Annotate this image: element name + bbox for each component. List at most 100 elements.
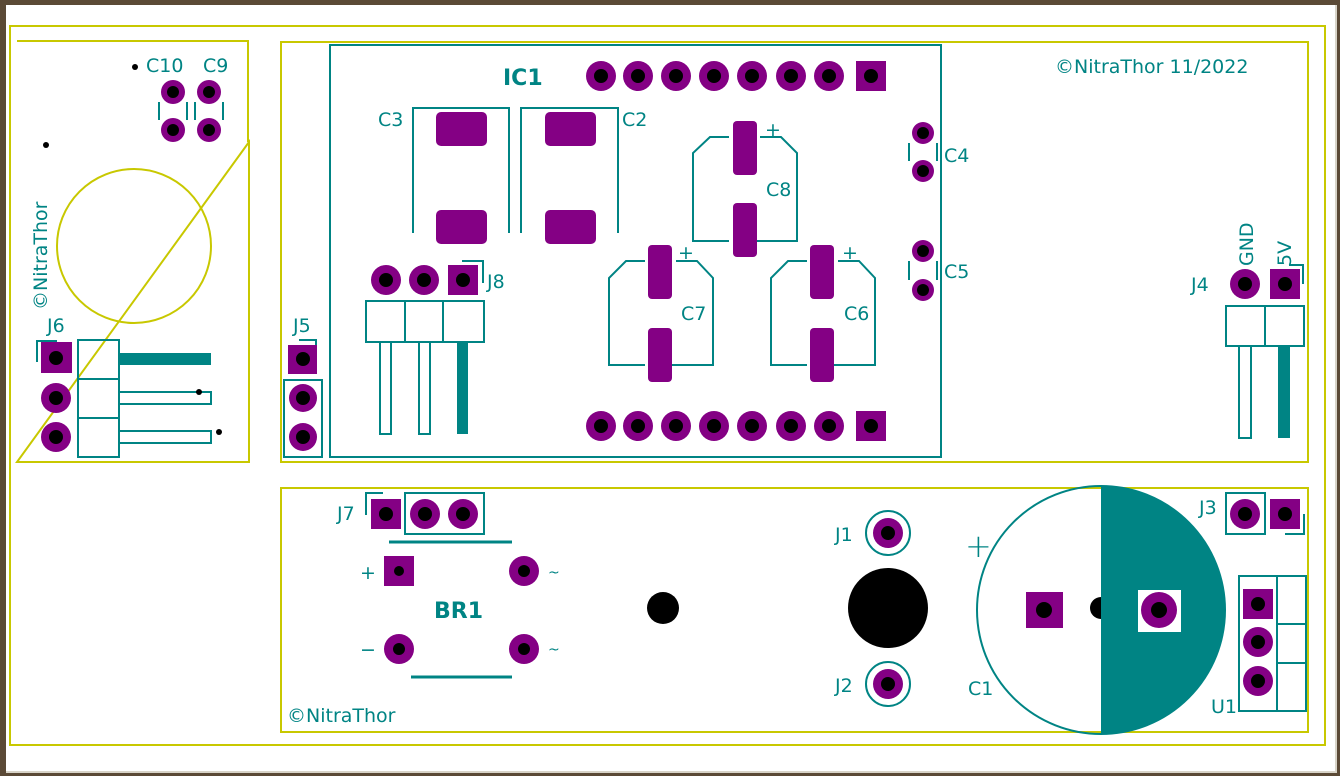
dot [196, 389, 202, 395]
drill [1238, 277, 1252, 291]
header-body [77, 339, 120, 458]
pin1-bar [119, 353, 211, 365]
drill [917, 165, 929, 177]
drill [296, 391, 310, 405]
drill [1251, 597, 1265, 611]
u1-footprint: U1 [1211, 575, 1307, 718]
j5-body [283, 379, 323, 458]
br1-ac1: ~ [548, 565, 560, 581]
j7-body [404, 492, 485, 535]
drill [1251, 674, 1265, 688]
drill [167, 86, 179, 98]
pin1-marker [1289, 264, 1304, 284]
j1-footprint: J1 [834, 510, 911, 556]
c2-pad [545, 112, 596, 146]
c2-outline [520, 107, 619, 233]
pin-label-gnd: GND [1236, 222, 1258, 266]
c8-pad [733, 121, 757, 175]
drill [917, 127, 929, 139]
drill [456, 273, 470, 287]
drill [784, 69, 798, 83]
main-top-board: IC1 ©NitraThor 11/2022 C3 C2 + C8 + C7 [280, 41, 1309, 463]
ref-br1: BR1 [434, 599, 483, 624]
drill [707, 69, 721, 83]
drill [822, 69, 836, 83]
br1-minus: − [360, 639, 376, 661]
pin1-marker [36, 340, 57, 362]
drill [917, 245, 929, 257]
c8-outline [692, 136, 798, 242]
pin1-bar [457, 342, 468, 434]
br1-plus: + [360, 562, 376, 584]
drill [296, 352, 310, 366]
br1-footprint: + − ~ ~ BR1 [360, 540, 560, 679]
drill [518, 565, 530, 577]
c1-footprint: + C1 [965, 485, 1226, 735]
j4-footprint: J4 GND 5V [1190, 222, 1305, 439]
ref-u1: U1 [1211, 696, 1237, 718]
u1-outline [1238, 575, 1307, 712]
header-body [365, 300, 485, 343]
power-board-outline [280, 487, 1309, 733]
drill [1251, 635, 1265, 649]
drill [594, 419, 608, 433]
ic1-top-pins [586, 61, 886, 91]
copyright-bottom: ©NitraThor [287, 705, 396, 727]
dot [216, 429, 222, 435]
left-module-outline [15, 40, 250, 463]
ref-ic1: IC1 [503, 66, 543, 91]
pin-label-5v: 5V [1274, 241, 1296, 266]
ref-c3: C3 [378, 109, 403, 131]
drill [518, 643, 530, 655]
c8-footprint: + C8 [692, 119, 798, 257]
ref-c10: C10 [146, 55, 183, 77]
ref-j8: J8 [486, 271, 505, 293]
j7-footprint: J7 [336, 492, 485, 535]
c8-pad [733, 203, 757, 257]
copyright-date: ©NitraThor 11/2022 [1055, 56, 1248, 78]
c3-outline [412, 107, 510, 233]
c1-band-cover [1101, 590, 1113, 626]
ref-c8: C8 [766, 179, 791, 201]
header-body [1225, 305, 1266, 347]
pin-bar [118, 430, 212, 444]
ref-c5: C5 [944, 261, 969, 283]
ref-j6: J6 [46, 315, 65, 337]
pin-bar [379, 341, 392, 435]
main-top-outline [280, 41, 1309, 463]
c6-plus: + [842, 242, 858, 264]
c7-pad [648, 328, 672, 382]
j5-footprint: J5 [283, 315, 323, 458]
copyright-vertical: ©NitraThor [30, 201, 52, 310]
drill [707, 419, 721, 433]
ref-j1: J1 [834, 524, 853, 546]
j3-footprint: J3 [1198, 492, 1305, 535]
drill [1238, 507, 1252, 521]
mounting-hole-small [647, 592, 679, 624]
c3-pad [436, 112, 487, 146]
drill [379, 273, 393, 287]
c4-footprint: C4 [908, 122, 969, 182]
ref-c6: C6 [844, 303, 869, 325]
drill [49, 430, 63, 444]
drill [417, 273, 431, 287]
c7-pad [648, 245, 672, 299]
j1-ring [865, 510, 911, 556]
ref-c7: C7 [681, 303, 706, 325]
pin1-marker [365, 492, 383, 515]
j2-footprint: J2 [834, 661, 911, 707]
c2-pad [545, 210, 596, 244]
origin-dot [132, 64, 138, 70]
drill [203, 86, 215, 98]
drill [1278, 277, 1292, 291]
j2-ring [865, 661, 911, 707]
drill [631, 69, 645, 83]
ref-j5: J5 [292, 315, 311, 337]
drill [1278, 507, 1292, 521]
drill [379, 507, 393, 521]
drill [822, 419, 836, 433]
drill [881, 526, 895, 540]
ic1-outline [329, 44, 942, 458]
pin-bar [118, 391, 212, 405]
